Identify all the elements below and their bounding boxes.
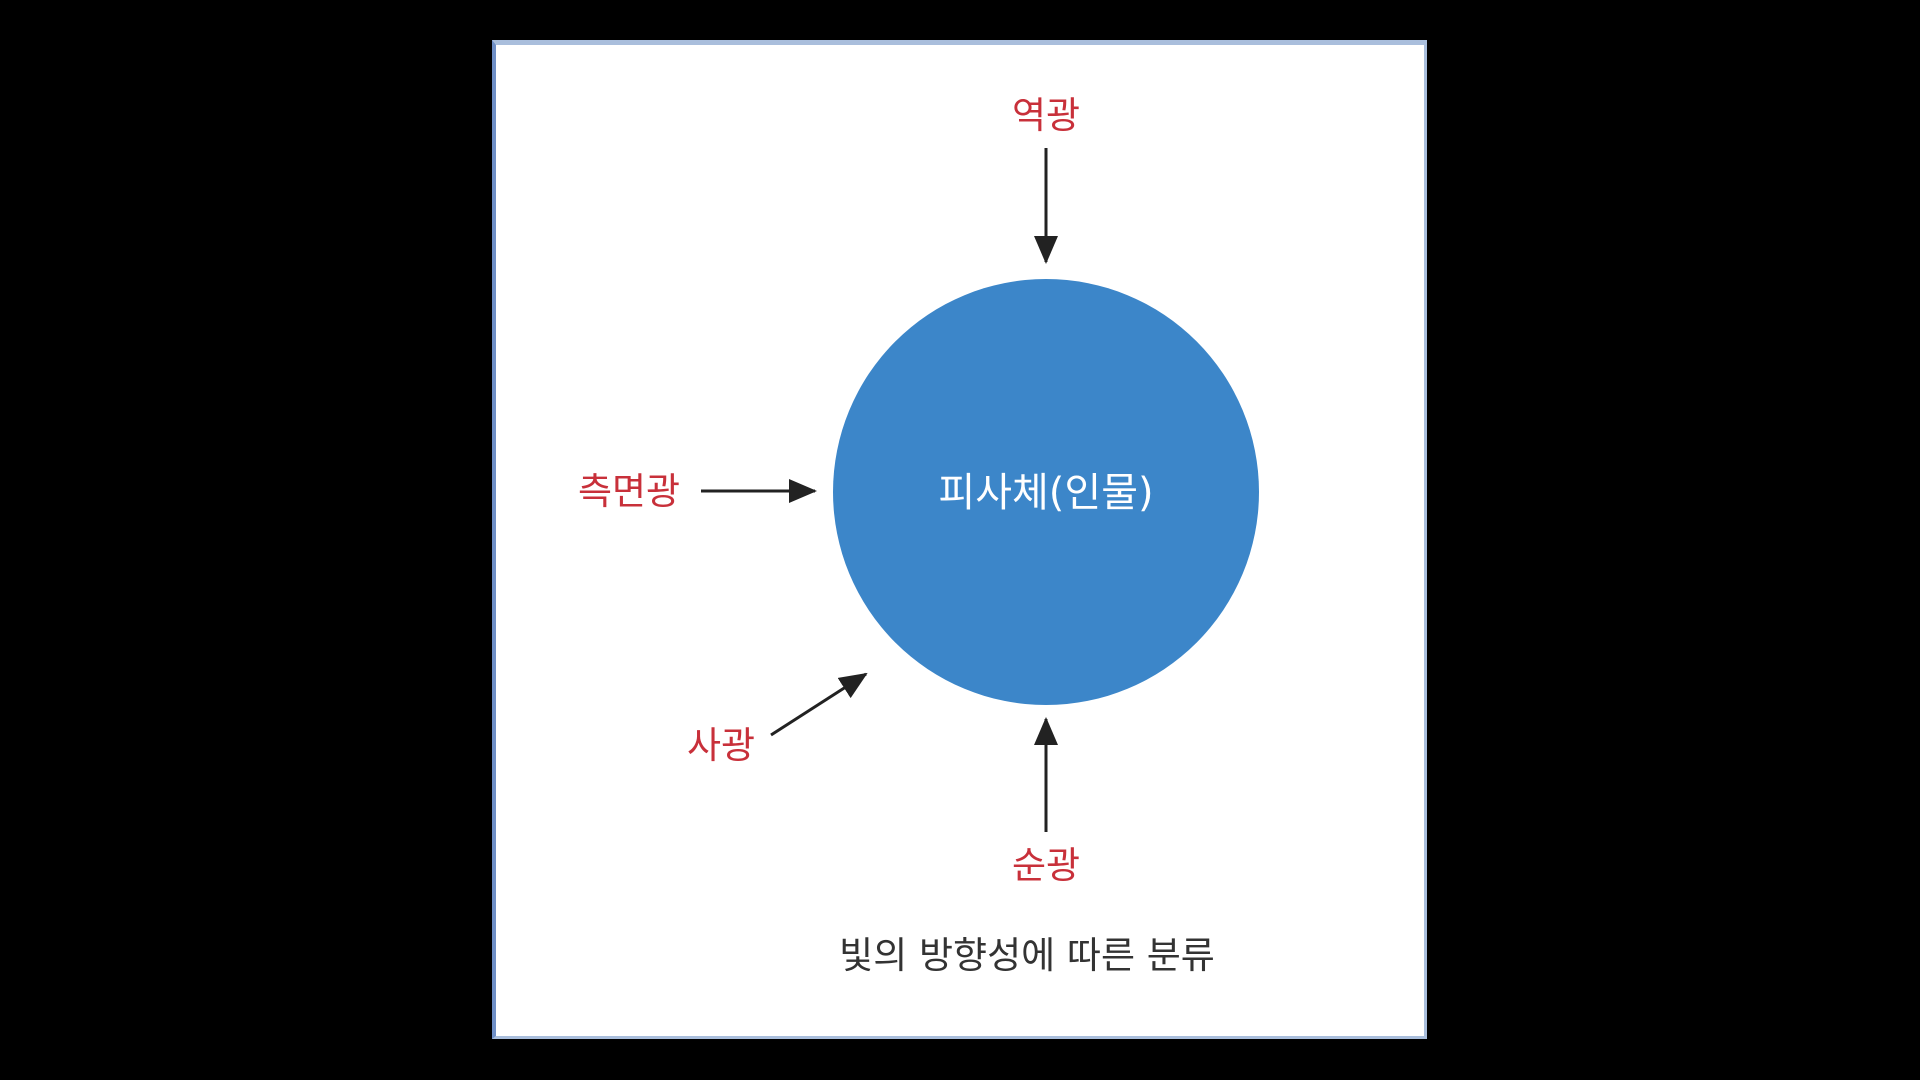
oblique-light-label: 사광 [687,724,755,767]
subject-label: 피사체(인물) [938,470,1153,516]
oblique-light-arrow [770,672,868,737]
diagram-caption: 빛의 방향성에 따른 분류 [839,934,1215,977]
front-light-label: 순광 [1012,844,1080,887]
back-light-label: 역광 [1012,94,1080,137]
side-light-label: 측면광 [578,470,680,513]
subject-circle [833,279,1259,705]
